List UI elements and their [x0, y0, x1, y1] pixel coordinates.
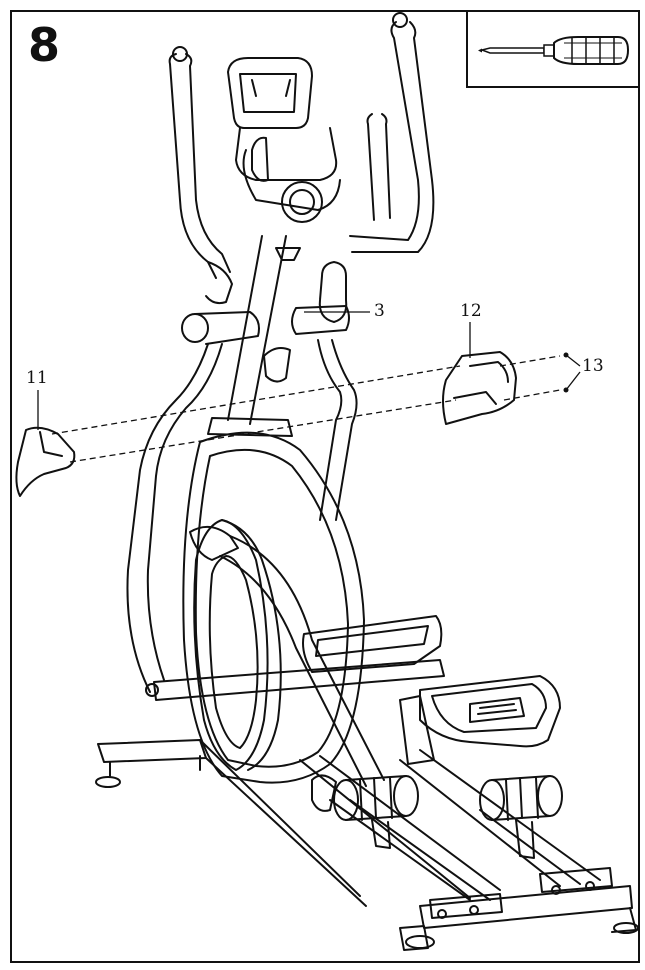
callout-part-12: 12 — [460, 301, 482, 321]
step-number: 8 — [28, 18, 61, 72]
part-11-cover — [15, 426, 76, 497]
base-frame — [95, 739, 639, 951]
page-frame — [10, 10, 640, 963]
tool-box — [466, 10, 640, 88]
rollers — [311, 774, 563, 859]
right-handlebar — [291, 12, 435, 521]
mast — [207, 235, 301, 437]
assembly-guide-lines — [51, 355, 561, 463]
callout-part-11: 11 — [26, 368, 48, 388]
screwdriver-icon — [478, 36, 630, 65]
right-pedal — [399, 675, 561, 765]
leader-lines — [37, 311, 581, 430]
flywheel-cover — [182, 431, 365, 784]
callout-part-3: 3 — [374, 301, 385, 321]
left-pedal-arm — [145, 525, 445, 787]
left-handlebar — [126, 46, 260, 693]
console — [227, 57, 341, 223]
part-12-cover — [442, 351, 517, 425]
part-13-screws — [563, 352, 569, 393]
callout-part-13: 13 — [582, 356, 604, 376]
